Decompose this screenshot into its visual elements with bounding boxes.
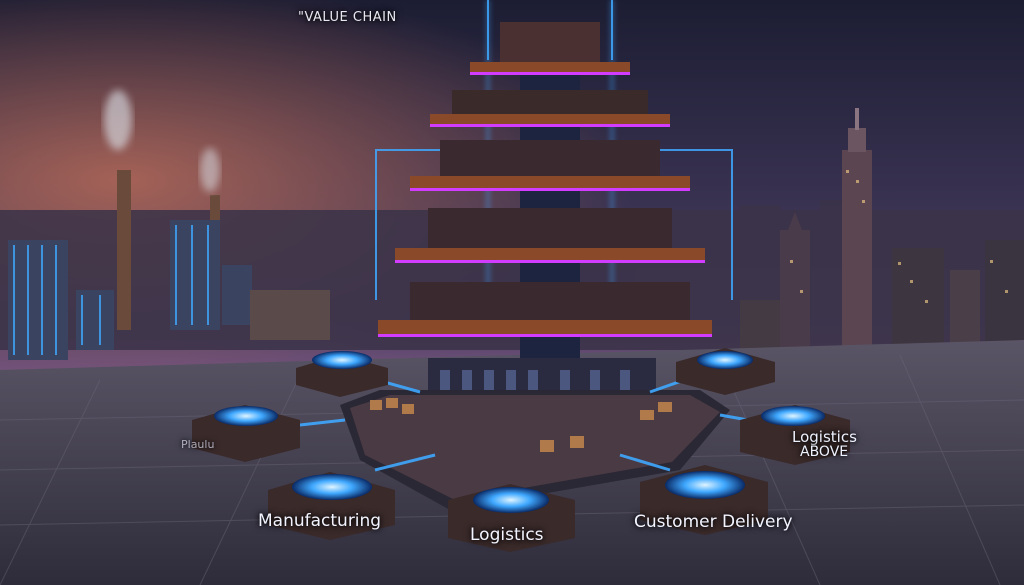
node-manufacturing (268, 472, 395, 540)
right-city-buildings (740, 108, 1024, 360)
tier-3 (410, 176, 690, 188)
warehouse-icon (312, 351, 372, 369)
manufacturing-label: Manufacturing (258, 511, 382, 531)
tier-4 (395, 248, 705, 260)
logistics-label: Logistics (470, 525, 544, 545)
tier-1 (470, 62, 630, 72)
node-right (740, 405, 850, 465)
platform-nodes (192, 348, 850, 552)
tier-2 (430, 114, 670, 124)
base-platform-top (350, 395, 720, 500)
node-left (192, 405, 300, 462)
hologram-icon (214, 406, 278, 426)
logistics-above-sublabel: ABOVE (800, 444, 849, 460)
node-top-right (676, 348, 775, 395)
small-tag-label: Plaulu (181, 438, 215, 451)
value-chain-title: "VALUE CHAIN (298, 10, 397, 25)
lightbulb-icon (473, 487, 549, 513)
logistics-above-label: Logistics (792, 428, 857, 446)
node-top-left (296, 351, 388, 397)
customer-delivery-label: Customer Delivery (634, 512, 793, 532)
node-logistics (448, 484, 575, 552)
node-customer-delivery (640, 465, 768, 535)
gears-icon (665, 471, 745, 499)
gear-icon (292, 474, 372, 500)
globe-icon (697, 351, 753, 369)
tier-5 (378, 320, 712, 334)
crates (370, 398, 672, 452)
